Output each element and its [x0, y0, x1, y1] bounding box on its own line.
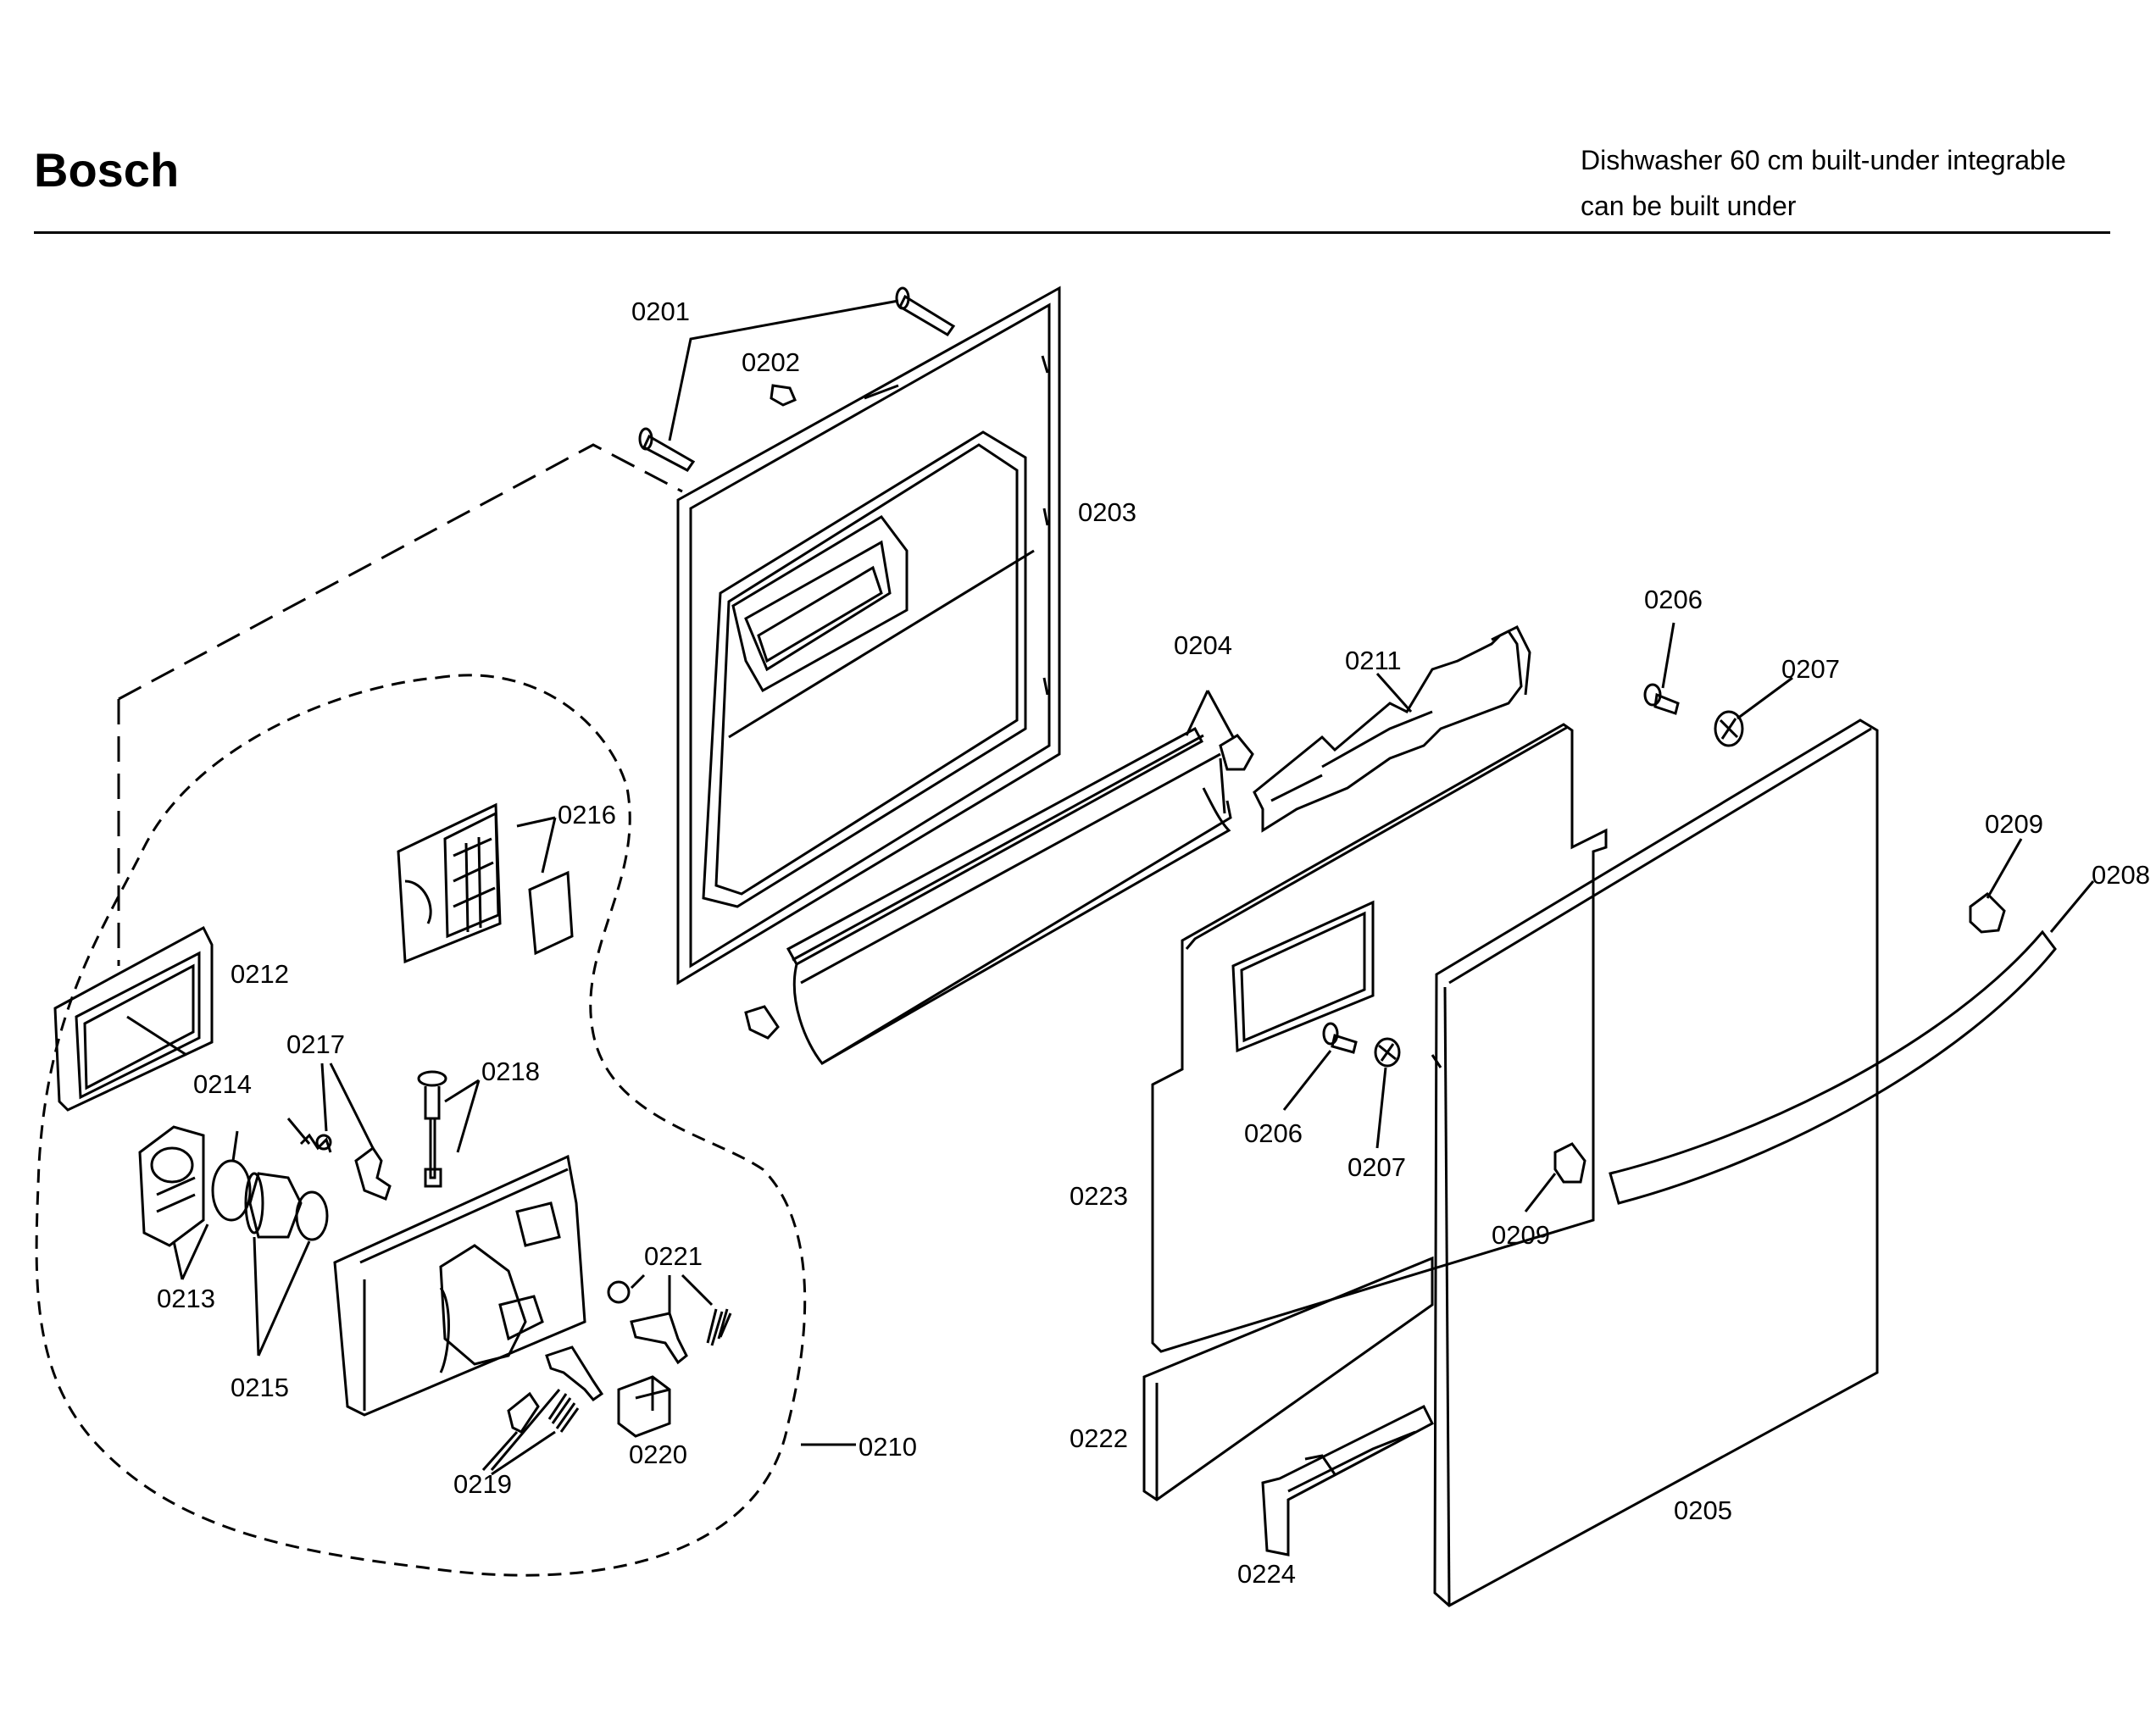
- callout-0210: 0210: [859, 1432, 917, 1462]
- screw-0206-middle: [1322, 1022, 1358, 1054]
- decor-panel-0223: [1151, 723, 1608, 1353]
- handle-cap-0209-right: [1969, 892, 2006, 934]
- leader-0206-top: [1661, 622, 1675, 689]
- lever-0219-a: [507, 1391, 540, 1434]
- callout-0223: 0223: [1070, 1181, 1128, 1211]
- callout-0204: 0204: [1174, 630, 1232, 660]
- bracket-0224: [1261, 1404, 1434, 1556]
- callout-0220: 0220: [629, 1440, 687, 1469]
- lever-0221: [630, 1312, 688, 1365]
- leader-0217: [320, 1063, 375, 1149]
- spring-0219: [547, 1393, 580, 1433]
- leader-0215: [253, 1236, 311, 1357]
- leader-0201: [668, 299, 899, 441]
- o-ring-0215: [295, 1190, 329, 1241]
- callout-0218: 0218: [481, 1057, 540, 1086]
- lever-0219-b: [545, 1345, 604, 1402]
- inner-door-0203: [676, 286, 1061, 985]
- kick-strip-0222: [1142, 1256, 1434, 1501]
- dispenser-valve-0215: [244, 1172, 303, 1239]
- callout-0219: 0219: [453, 1469, 512, 1499]
- switch-0220: [617, 1375, 671, 1438]
- guide-line-door-frame: [118, 443, 683, 701]
- callout-0207-top: 0207: [1781, 654, 1840, 684]
- assembly-boundary-0210: [35, 674, 807, 1577]
- description-line-1: Dishwasher 60 cm built-under integrable: [1581, 145, 2066, 175]
- callout-0216: 0216: [558, 800, 616, 829]
- callout-0222: 0222: [1070, 1423, 1128, 1453]
- callout-0203: 0203: [1078, 497, 1136, 527]
- leader-0208: [2049, 880, 2095, 933]
- screw-0201-top: [895, 286, 956, 336]
- callout-0206-middle: 0206: [1244, 1118, 1303, 1148]
- nut-0207-middle: [1374, 1037, 1401, 1068]
- hinge-lever-0211: [1253, 624, 1531, 833]
- leader-0204: [1185, 690, 1235, 738]
- front-panel-0205: [1431, 719, 1879, 1607]
- leader-0212: [126, 1015, 187, 1057]
- model-description: Dishwasher 60 cm built-under integrable …: [1581, 137, 2066, 229]
- leader-0207-middle: [1375, 1067, 1387, 1149]
- callout-0202: 0202: [742, 347, 800, 377]
- sealing-pad-0216: [528, 870, 574, 956]
- callout-0209-right: 0209: [1985, 809, 2043, 839]
- window-frame-0212: [53, 925, 214, 1112]
- callout-0212: 0212: [231, 959, 289, 989]
- handle-bar-0208: [1609, 929, 2057, 1205]
- ball-0221: [607, 1280, 631, 1304]
- leader-0221: [630, 1273, 714, 1313]
- leader-0206-middle: [1282, 1050, 1332, 1111]
- plunger-0218: [417, 1070, 447, 1188]
- description-line-2: can be built under: [1581, 191, 1797, 221]
- leader-0213: [172, 1223, 209, 1280]
- callout-0201: 0201: [631, 297, 690, 326]
- lever-0217: [354, 1146, 392, 1201]
- callout-0217: 0217: [286, 1029, 345, 1059]
- nut-0207-top: [1714, 710, 1744, 747]
- callout-0215: 0215: [231, 1373, 289, 1402]
- leader-0219: [481, 1389, 561, 1476]
- callout-0224: 0224: [1237, 1559, 1296, 1589]
- callout-0211: 0211: [1345, 646, 1402, 675]
- screw-0206-top: [1643, 683, 1680, 715]
- callout-0208: 0208: [2092, 860, 2150, 890]
- callout-0206-top: 0206: [1644, 585, 1703, 614]
- dispenser-cap-0213: [138, 1125, 205, 1247]
- leader-0211: [1375, 673, 1413, 713]
- callout-0214: 0214: [193, 1069, 252, 1099]
- callout-0213: 0213: [157, 1284, 215, 1313]
- spring-0221: [706, 1308, 732, 1346]
- leader-0207-top: [1736, 676, 1793, 720]
- leader-0216: [516, 816, 557, 874]
- leader-0214: [231, 1118, 311, 1162]
- screw-0201-left: [638, 427, 696, 472]
- callout-0207-middle: 0207: [1348, 1152, 1406, 1182]
- header-rule: [34, 231, 2110, 234]
- gasket-0214: [211, 1159, 252, 1222]
- door-seal-0204: [744, 726, 1254, 1065]
- dispenser-housing-0210: [333, 1154, 586, 1417]
- leader-0209-right: [1986, 838, 2023, 899]
- callout-0205: 0205: [1674, 1495, 1732, 1525]
- callout-0221: 0221: [644, 1241, 703, 1271]
- filter-cover-0216: [397, 802, 502, 964]
- leader-0209-left: [1524, 1173, 1557, 1212]
- spring-0217: [299, 1133, 332, 1153]
- brand-title: Bosch: [34, 143, 180, 197]
- leader-0218: [444, 1079, 481, 1153]
- handle-cap-0209-left: [1553, 1142, 1586, 1184]
- callout-0209-left: 0209: [1492, 1220, 1550, 1250]
- clip-0202: [770, 384, 797, 407]
